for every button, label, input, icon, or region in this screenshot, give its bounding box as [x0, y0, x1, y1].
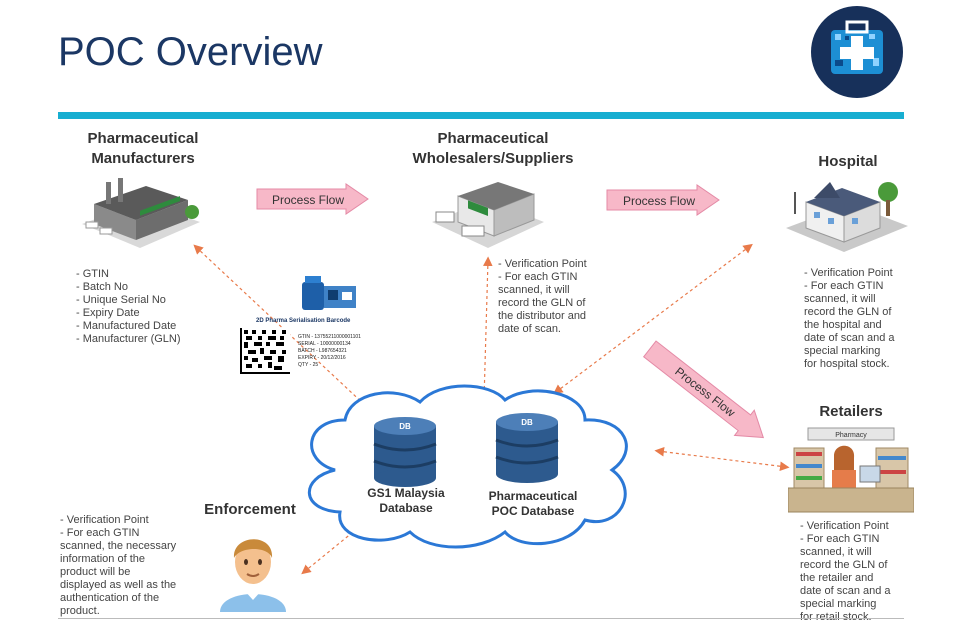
retailer-note: - Verification Point - For each GTIN sca… — [800, 520, 891, 623]
barcode-expiry: EXPIRY - 20/12/2016 — [298, 355, 346, 361]
barcode-title: 2D Pharma Serialisation Barcode — [256, 318, 351, 324]
wholesaler-note: - Verification Point - For each GTIN sca… — [498, 258, 587, 335]
hospital-building-icon — [784, 172, 910, 259]
process-flow-arrow-3: Process Flow — [642, 340, 765, 439]
warehouse-icon — [428, 172, 548, 257]
attribute-gtin: - GTIN — [76, 268, 109, 280]
barcode-qty: QTY - 25 — [298, 362, 319, 368]
datamatrix-barcode — [240, 328, 290, 379]
medicine-box-icon — [298, 274, 360, 317]
connector-wholesaler-db — [479, 256, 493, 404]
footer-divider — [58, 618, 904, 619]
page-title: POC Overview — [58, 30, 323, 74]
enforcement-officer-avatar — [210, 528, 296, 619]
pharmacy-counter-icon: Pharmacy — [787, 426, 915, 519]
hospital-note: - Verification Point - For each GTIN sca… — [804, 267, 895, 370]
barcode-gtin: GTIN - 13755211000001101 — [298, 334, 361, 340]
medical-cross-barcode-logo-icon — [811, 6, 903, 98]
poc-database-icon: DB — [492, 412, 562, 489]
title-divider — [58, 112, 904, 119]
attribute-manufacturer-gln: - Manufacturer (GLN) — [76, 333, 181, 345]
attribute-manufactured: - Manufactured Date — [76, 320, 177, 332]
factory-icon — [76, 176, 206, 261]
poc-db-icon-text: DB — [521, 418, 533, 427]
wholesalers-heading: Pharmaceutical Wholesalers/Suppliers — [412, 130, 574, 167]
barcode-details: GTIN - 13755211000001101 SERIAL - 100000… — [298, 334, 361, 369]
manufacturer-attribute-list: - GTIN - Batch No - Unique Serial No - E… — [76, 268, 181, 346]
process-flow-arrow-2: Process Flow — [606, 184, 720, 216]
barcode-serial: SERIAL - 10000000134 — [298, 341, 351, 347]
process-flow-arrow-1: Process Flow — [256, 183, 369, 215]
database-cloud — [307, 384, 628, 549]
gs1-database-label: GS1 Malaysia Database — [367, 486, 445, 515]
barcode-batch: BATCH - L987654321 — [298, 348, 347, 354]
enforcement-heading: Enforcement — [204, 501, 296, 518]
retailers-heading: Retailers — [819, 403, 883, 420]
gs1-db-icon-text: DB — [399, 422, 411, 431]
enforcement-note: - Verification Point - For each GTIN sca… — [60, 514, 177, 617]
attribute-serial: - Unique Serial No — [76, 294, 166, 306]
gs1-database-icon: DB — [370, 416, 440, 493]
hospital-heading: Hospital — [818, 153, 878, 170]
pharmacy-sign: Pharmacy — [835, 432, 867, 439]
process-flow-label-1: Process Flow — [272, 193, 344, 207]
process-flow-label-3: Process Flow — [672, 364, 738, 420]
attribute-batch: - Batch No — [76, 281, 128, 293]
poc-database-label: Pharmaceutical POC Database — [488, 489, 578, 518]
manufacturers-heading: Pharmaceutical Manufacturers — [87, 130, 199, 167]
process-flow-label-2: Process Flow — [623, 194, 695, 208]
connector-retailer-db — [654, 446, 790, 472]
connector-hospital-db — [553, 243, 753, 395]
attribute-expiry: - Expiry Date — [76, 307, 140, 319]
